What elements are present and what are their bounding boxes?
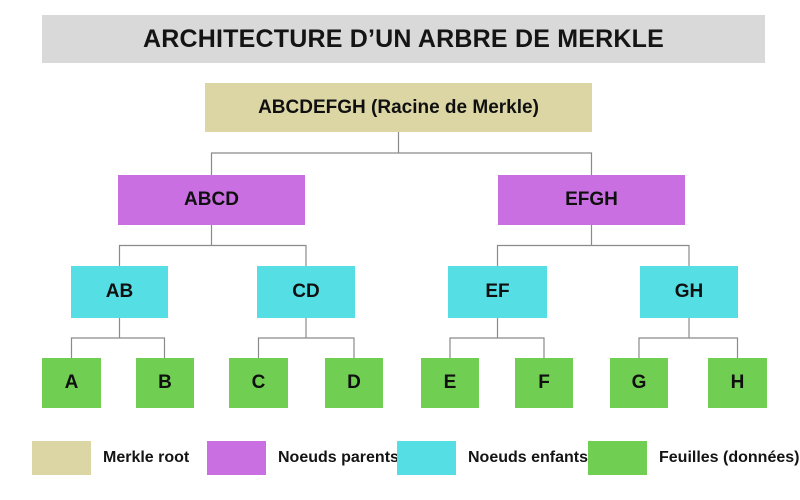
legend-swatch-merkle-root [32,441,91,475]
legend-swatch-noeuds-parents [207,441,266,475]
node-leaf-e: E [421,358,479,408]
node-leaf-h: H [708,358,767,408]
node-child-cd: CD [257,266,355,318]
legend-item-merkle-root: Merkle root [32,441,189,475]
legend-label-noeuds-parents: Noeuds parents [278,449,399,466]
legend-swatch-noeuds-enfants [397,441,456,475]
node-leaf-g: G [610,358,668,408]
title-bar: ARCHITECTURE D’UN ARBRE DE MERKLE [42,15,765,63]
page-title: ARCHITECTURE D’UN ARBRE DE MERKLE [143,24,664,53]
node-parent-efgh: EFGH [498,175,685,225]
node-leaf-b: B [136,358,194,408]
node-leaf-d: D [325,358,383,408]
node-leaf-f: F [515,358,573,408]
legend-item-noeuds-parents: Noeuds parents [207,441,399,475]
node-child-gh: GH [640,266,738,318]
node-leaf-c: C [229,358,288,408]
legend-label-feuilles: Feuilles (données) [659,449,800,466]
legend-label-merkle-root: Merkle root [103,449,190,466]
node-leaf-a: A [42,358,101,408]
legend-item-feuilles: Feuilles (données) [588,441,799,475]
node-child-ab: AB [71,266,168,318]
node-child-ef: EF [448,266,547,318]
legend-label-noeuds-enfants: Noeuds enfants [468,449,589,466]
legend-swatch-feuilles [588,441,647,475]
node-merkle-root: ABCDEFGH (Racine de Merkle) [205,83,592,132]
node-parent-abcd: ABCD [118,175,305,225]
legend-item-noeuds-enfants: Noeuds enfants [397,441,588,475]
